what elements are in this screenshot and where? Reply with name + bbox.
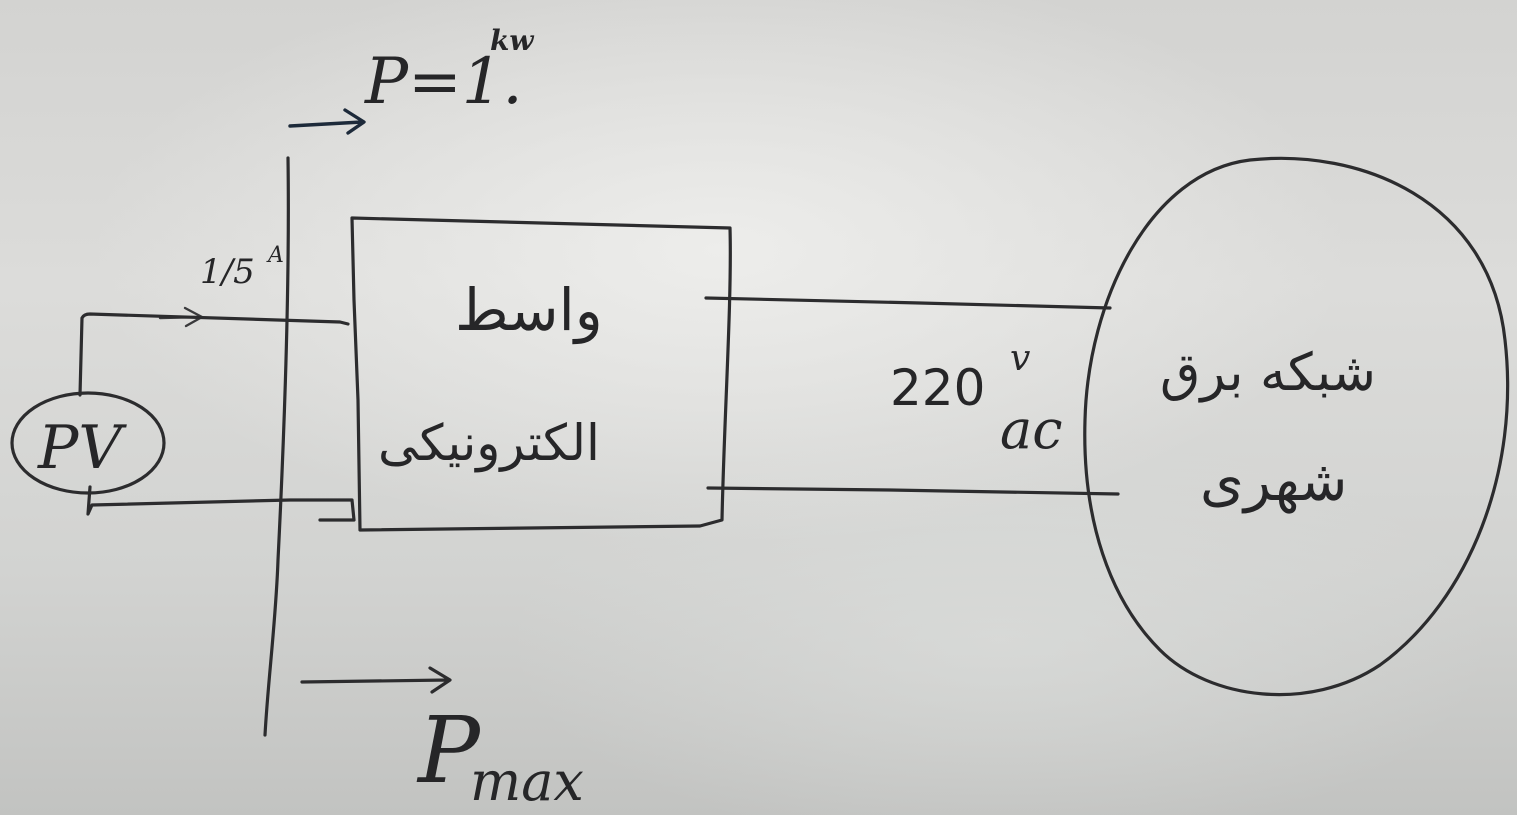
pmax-label: P [416,697,482,804]
pv-positive-wire [78,312,350,397]
power-flow-arrow [288,108,366,135]
measurement-boundary-line [263,156,290,737]
pv-label: PV [37,413,127,483]
interface-label-line2: الکترونیکی [378,414,600,473]
pmax-subscript: max [470,750,584,813]
current-label: 1/5 [200,252,255,292]
voltage-unit: v [1010,338,1030,379]
ac-wire-bottom [706,486,1120,496]
grid-label-line2: شهری [1200,449,1347,514]
voltage-type: ac [1000,398,1062,461]
pv-negative-wire [86,485,356,522]
interface-box [350,216,732,532]
interface-label-line1: واسط [455,276,603,345]
pmax-arrow [300,666,452,694]
ac-wire-top [704,296,1112,310]
voltage-label: 220 [890,359,985,417]
current-unit: A [266,243,284,268]
power-unit: kw [490,24,534,57]
power-label: P=1. [364,45,523,119]
grid-label-line1: شبکه برق [1160,343,1376,403]
grid-circle [1083,156,1510,697]
